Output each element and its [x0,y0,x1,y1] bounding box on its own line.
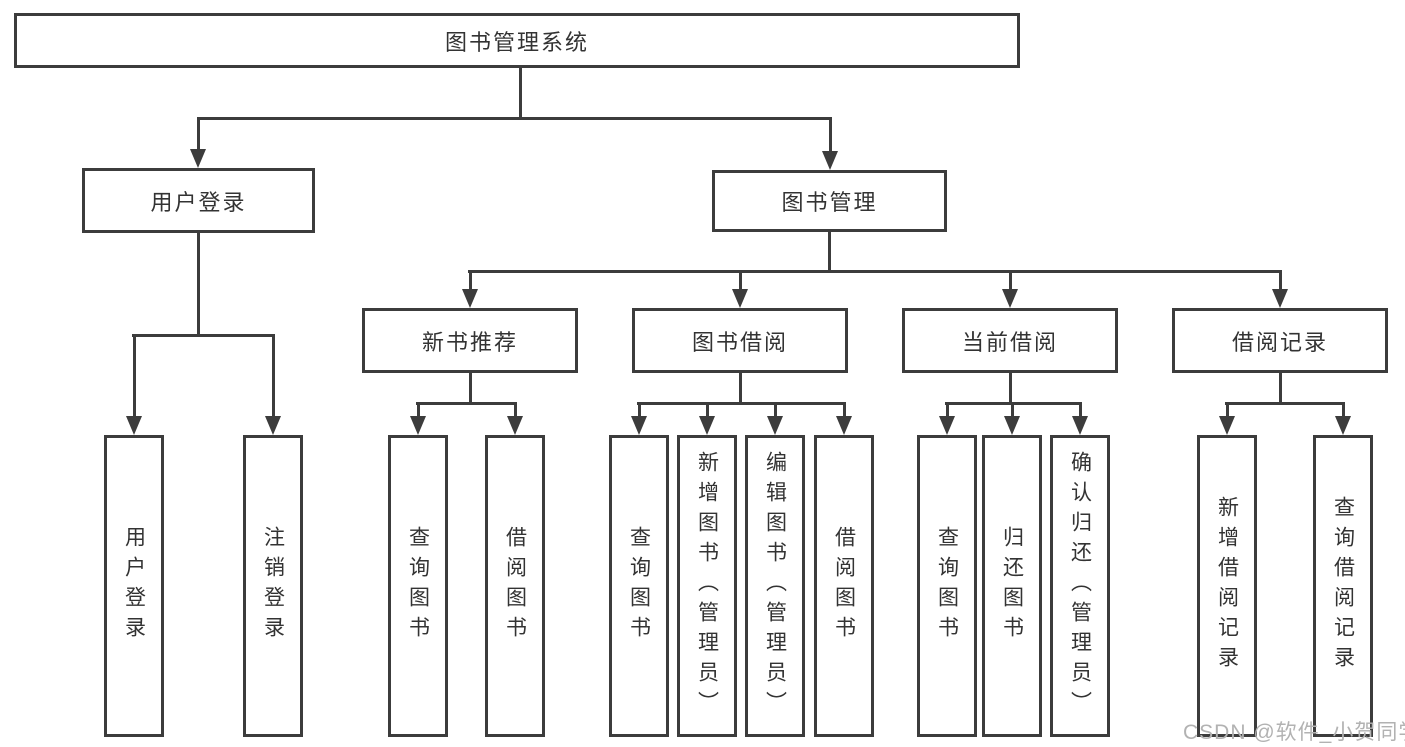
leaf-edit-books-admin-label: 编辑图书（管理员） [763,451,787,721]
leaf-query-books-borrow-label: 查询图书 [627,526,651,646]
leaf-query-books-recommend-label: 查询图书 [406,526,430,646]
arrow-down-icon [699,416,715,435]
arrow-down-icon [631,416,647,435]
connector-currentborrow-drop-1 [946,402,949,418]
connector-root-bus [198,117,832,120]
connector-bookmgmt-drop-3 [1009,270,1012,291]
connector-currentborrow-stem [1009,373,1012,404]
node-book-management-label: 图书管理 [781,190,878,215]
connector-currentborrow-drop-3 [1079,402,1082,418]
connector-root-drop-2 [829,117,832,153]
arrow-down-icon [462,289,478,308]
connector-currentborrow-drop-2 [1011,402,1014,418]
leaf-query-books-recommend: 查询图书 [388,435,448,737]
connector-bookborrow-drop-2 [706,402,709,418]
arrow-down-icon [265,416,281,435]
arrow-down-icon [732,289,748,308]
connector-borrowrecords-drop-2 [1342,402,1345,418]
connector-newbook-drop-1 [417,402,420,418]
connector-bookborrow-drop-3 [774,402,777,418]
connector-borrowrecords-stem [1279,373,1282,405]
leaf-borrow-books-recommend-label: 借阅图书 [503,526,527,646]
arrow-down-icon [410,416,426,435]
leaf-query-borrow-record-label: 查询借阅记录 [1331,496,1355,676]
connector-bookborrow-stem [739,373,742,404]
connector-bookborrow-bus [637,402,846,405]
connector-newbook-stem [469,373,472,404]
leaf-confirm-return-admin-label: 确认归还（管理员） [1068,451,1092,721]
node-root: 图书管理系统 [14,13,1020,68]
arrow-down-icon [822,151,838,170]
connector-bookmgmt-drop-4 [1279,270,1282,291]
connector-userlogin-bus [132,334,275,337]
leaf-query-books-borrow: 查询图书 [609,435,669,737]
leaf-confirm-return-admin: 确认归还（管理员） [1050,435,1110,737]
arrow-down-icon [1072,416,1088,435]
arrow-down-icon [190,149,206,168]
node-book-borrow: 图书借阅 [632,308,848,373]
leaf-borrow-books-label: 借阅图书 [832,526,856,646]
arrow-down-icon [767,416,783,435]
connector-root-stem [519,68,522,118]
node-borrow-records-label: 借阅记录 [1231,329,1328,355]
connector-newbook-bus [416,402,517,405]
leaf-logout-label: 注销登录 [261,526,285,646]
node-user-login-label: 用户登录 [150,189,247,215]
connector-borrowrecords-drop-1 [1226,402,1229,418]
connector-bookborrow-drop-4 [843,402,846,418]
connector-bookmgmt-bus [468,270,1282,273]
leaf-user-login: 用户登录 [104,435,164,737]
leaf-add-borrow-record-label: 新增借阅记录 [1215,496,1239,676]
arrow-down-icon [1002,289,1018,308]
connector-borrowrecords-bus [1225,402,1345,405]
node-root-label: 图书管理系统 [444,29,589,55]
leaf-logout: 注销登录 [243,435,303,737]
leaf-edit-books-admin: 编辑图书（管理员） [745,435,805,737]
node-user-login: 用户登录 [82,168,315,233]
node-book-management: 图书管理 [712,170,947,232]
arrow-down-icon [126,416,142,435]
arrow-down-icon [1272,289,1288,308]
connector-userlogin-stem [197,233,200,337]
leaf-query-books-current: 查询图书 [917,435,977,737]
leaf-add-borrow-record: 新增借阅记录 [1197,435,1257,737]
node-new-book-recommend-label: 新书推荐 [421,329,518,355]
leaf-query-borrow-record: 查询借阅记录 [1313,435,1373,737]
leaf-borrow-books: 借阅图书 [814,435,874,737]
connector-bookmgmt-drop-1 [469,270,472,291]
leaf-return-books-label: 归还图书 [1000,526,1024,646]
leaf-add-books-admin: 新增图书（管理员） [677,435,737,737]
node-current-borrow: 当前借阅 [902,308,1118,373]
leaf-add-books-admin-label: 新增图书（管理员） [695,451,719,721]
arrow-down-icon [1219,416,1235,435]
connector-newbook-drop-2 [514,402,517,418]
connector-userlogin-drop-1 [133,334,136,417]
arrow-down-icon [939,416,955,435]
node-new-book-recommend: 新书推荐 [362,308,578,373]
node-borrow-records: 借阅记录 [1172,308,1388,373]
node-current-borrow-label: 当前借阅 [961,329,1058,355]
arrow-down-icon [1335,416,1351,435]
leaf-return-books: 归还图书 [982,435,1042,737]
connector-userlogin-drop-2 [272,334,275,417]
arrow-down-icon [507,416,523,435]
connector-root-drop-1 [197,117,200,151]
arrow-down-icon [1004,416,1020,435]
connector-bookmgmt-stem [828,232,831,273]
leaf-borrow-books-recommend: 借阅图书 [485,435,545,737]
leaf-query-books-current-label: 查询图书 [935,526,959,646]
node-book-borrow-label: 图书借阅 [691,329,788,355]
leaf-user-login-label: 用户登录 [122,526,146,646]
connector-bookborrow-drop-1 [638,402,641,418]
arrow-down-icon [836,416,852,435]
csdn-watermark: CSDN @软件_小贺同学 [1183,721,1405,744]
connector-bookmgmt-drop-2 [739,270,742,291]
